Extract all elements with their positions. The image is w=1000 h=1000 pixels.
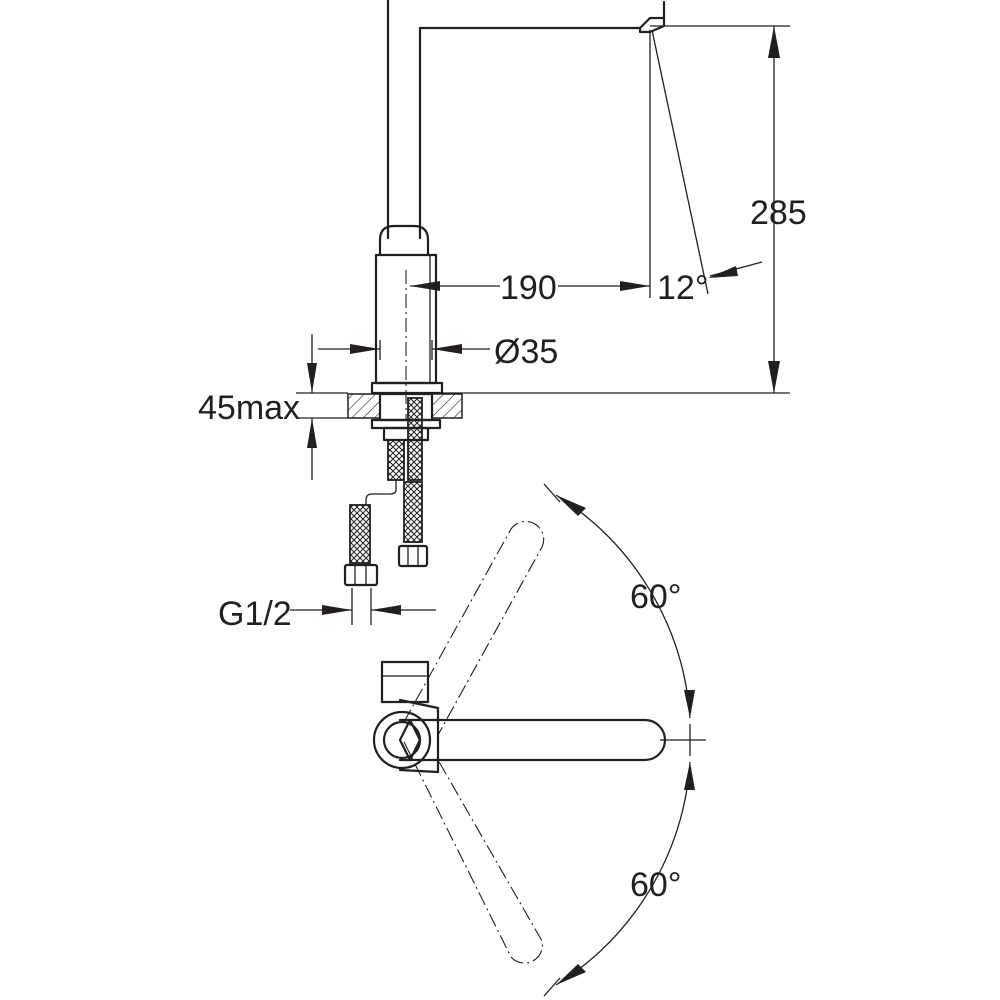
- plan-view: [372, 483, 706, 997]
- hose-nut-right: [397, 544, 429, 568]
- label-deck-45max: 45max: [198, 389, 300, 427]
- side-elevation-view: [343, 0, 666, 587]
- supply-hose-upper-right: [407, 397, 423, 481]
- dimension-lines: [290, 25, 790, 625]
- label-connection-g12: G1/2: [218, 595, 292, 633]
- label-swivel-upper-60: 60°: [630, 578, 681, 616]
- swivel-arc-lower: [555, 761, 691, 986]
- hose-nut-left: [343, 563, 379, 587]
- label-diameter-35: Ø35: [494, 333, 558, 371]
- swivel-arc-upper: [555, 494, 691, 719]
- label-swivel-lower-60: 60°: [630, 866, 681, 904]
- spout-rotated-lower: [403, 741, 543, 964]
- supply-hose-right: [403, 481, 423, 543]
- dimension-labels: 285 190 12° Ø35 45max G1/2 60° 60°: [198, 194, 807, 904]
- supply-hose-left: [349, 504, 371, 564]
- supply-hose-upper-left: [387, 439, 405, 481]
- body-ring: [372, 710, 432, 770]
- label-angle-12: 12°: [657, 269, 708, 307]
- base-plate: [370, 381, 444, 395]
- lever-handle: [380, 660, 430, 704]
- deck-section-left: [347, 393, 381, 419]
- spout-rotated-upper: [403, 520, 545, 736]
- label-reach-190: 190: [500, 269, 557, 307]
- spout-plan: [398, 718, 667, 762]
- label-height-285: 285: [750, 194, 807, 232]
- deck-section-right: [431, 393, 463, 419]
- spout-outline: [386, 0, 666, 240]
